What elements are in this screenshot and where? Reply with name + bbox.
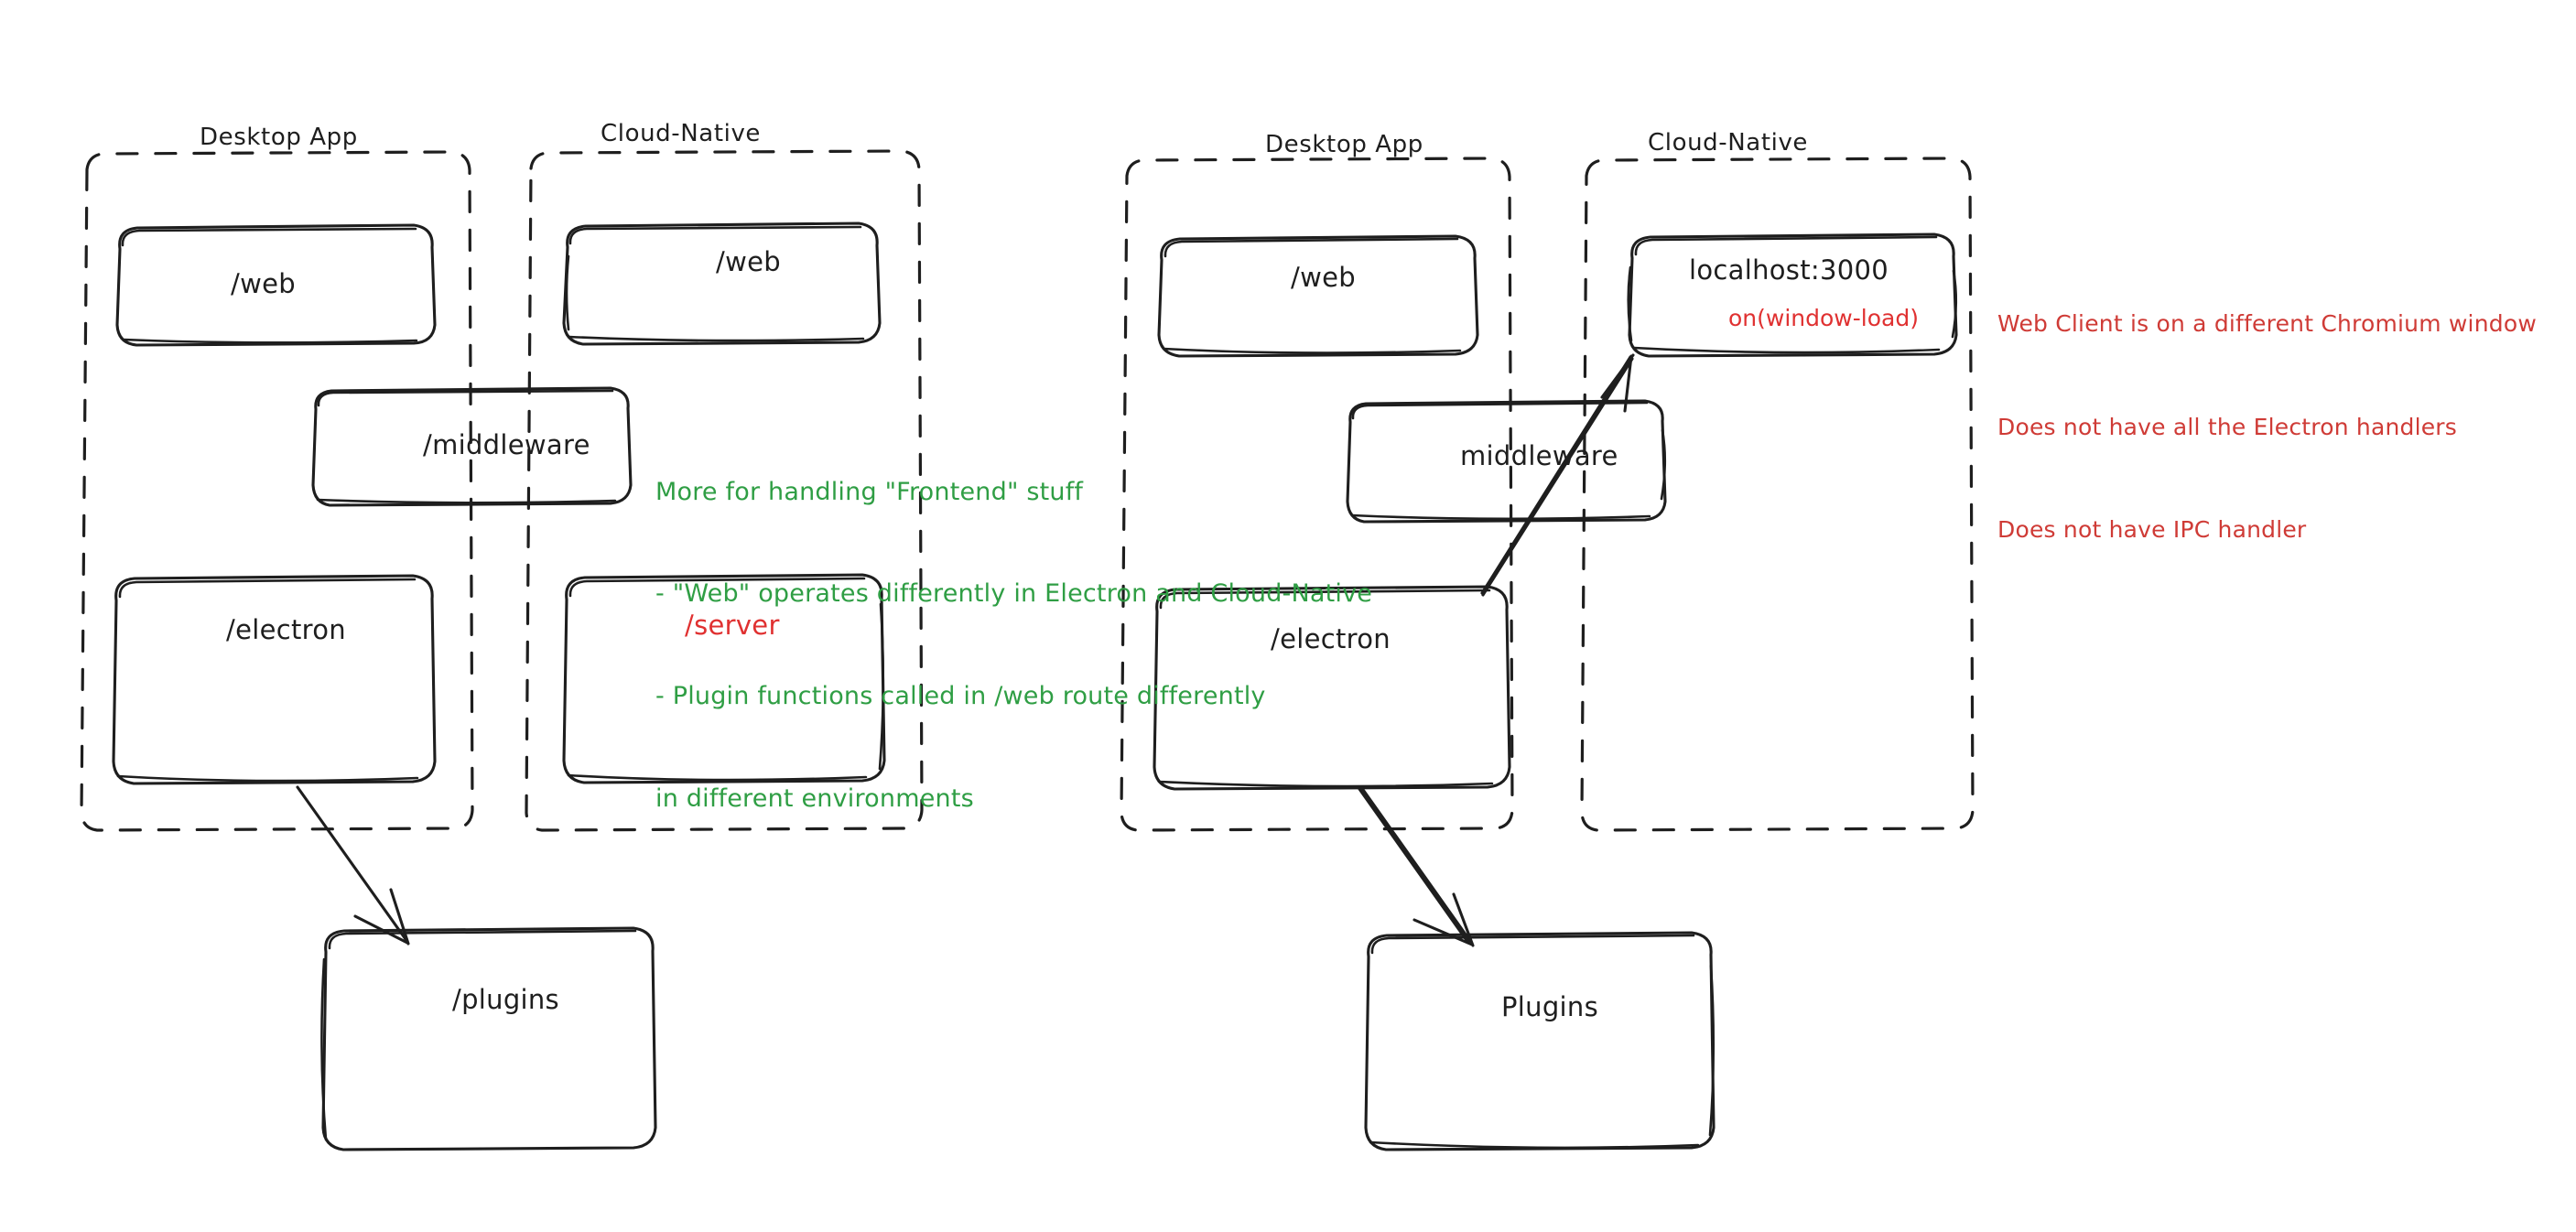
right-red-note-line-1: Web Client is on a different Chromium wi…: [1997, 310, 2537, 337]
right-desktop-web-label: /web: [1291, 262, 1356, 293]
right-plugins-label: Plugins: [1501, 991, 1598, 1022]
right-localhost-sublabel: on(window-load): [1728, 305, 1919, 331]
left-server-label: /server: [685, 610, 780, 641]
left-green-note-line-4: in different environments: [655, 784, 974, 813]
left-electron-label: /electron: [226, 614, 346, 645]
left-green-note-line-1: More for handling "Frontend" stuff: [655, 477, 1084, 506]
left-desktop-app-group-label: Desktop App: [200, 124, 358, 151]
right-electron-to-plugins-arrow[interactable]: [1355, 785, 1478, 950]
left-electron-to-plugins-arrow[interactable]: [291, 783, 415, 947]
right-desktop-web-node[interactable]: [1159, 236, 1477, 356]
right-red-note: Web Client is on a different Chromium wi…: [1997, 238, 2537, 616]
left-server-node[interactable]: [564, 575, 884, 783]
left-plugins-node[interactable]: [323, 928, 655, 1150]
right-red-note-line-3: Does not have IPC handler: [1997, 516, 2307, 543]
left-green-note-line-3: - Plugin functions called in /web route …: [655, 682, 1266, 710]
right-middleware-label: middleware: [1460, 440, 1618, 471]
left-green-note-line-2: - "Web" operates differently in Electron…: [655, 579, 1373, 609]
left-plugins-label: /plugins: [452, 984, 559, 1015]
left-desktop-web-node[interactable]: [117, 225, 435, 345]
left-desktop-web-label: /web: [231, 268, 296, 299]
right-red-note-line-2: Does not have all the Electron handlers: [1997, 413, 2458, 440]
right-cloud-native-group-label: Cloud-Native: [1648, 129, 1809, 157]
left-cloud-native-group-label: Cloud-Native: [601, 120, 762, 147]
right-electron-label: /electron: [1271, 623, 1391, 654]
left-middleware-label: /middleware: [423, 429, 590, 460]
right-localhost-label: localhost:3000: [1689, 254, 1889, 286]
right-localhost-node[interactable]: [1629, 234, 1956, 356]
right-electron-to-localhost-arrow[interactable]: [1478, 355, 1639, 598]
left-green-note: More for handling "Frontend" stuff - "We…: [655, 406, 1372, 884]
right-electron-node[interactable]: [1154, 587, 1510, 789]
left-cloud-web-label: /web: [716, 246, 781, 277]
right-desktop-app-group-label: Desktop App: [1265, 131, 1423, 158]
right-plugins-node[interactable]: [1366, 933, 1714, 1150]
left-electron-node[interactable]: [114, 576, 435, 784]
left-cloud-web-node[interactable]: [564, 223, 880, 344]
left-middleware-node[interactable]: [313, 388, 631, 505]
